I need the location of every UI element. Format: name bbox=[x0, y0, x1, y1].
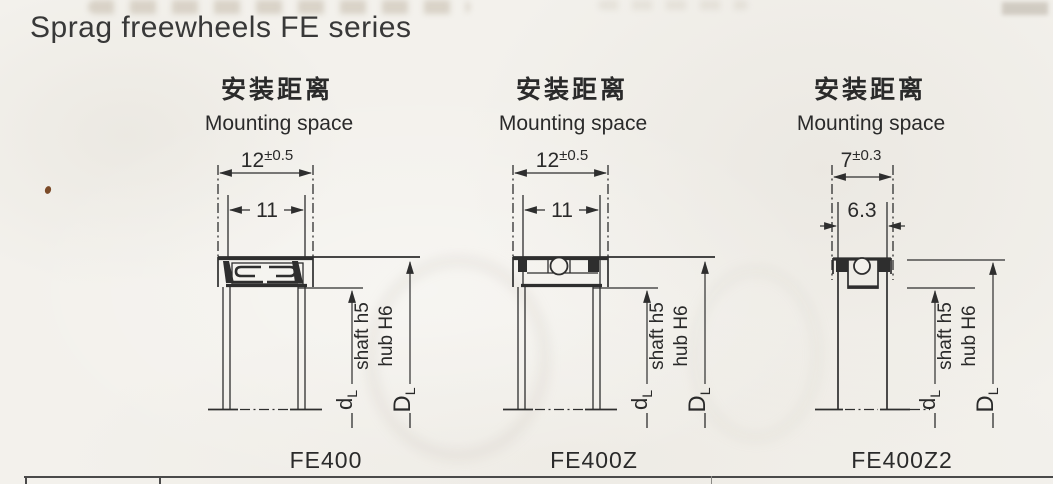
model-label: FE400 bbox=[290, 447, 363, 473]
table-column-divider bbox=[159, 476, 161, 484]
inner-width-dimension: 11 bbox=[522, 195, 601, 258]
bore-diameter-annotation: dL bbox=[298, 287, 363, 428]
seal-block bbox=[588, 258, 599, 272]
inner-dimension-text: 11 bbox=[256, 199, 278, 222]
mounting-space-label: Mounting space bbox=[797, 112, 945, 135]
hub-fit-label: hub H6 bbox=[376, 305, 397, 366]
ghost-bleed-ring bbox=[368, 258, 548, 458]
bore-symbol: dL bbox=[915, 390, 943, 410]
inner-dimension-text: 11 bbox=[551, 199, 573, 222]
sprag-wedge bbox=[223, 261, 234, 283]
od-diameter-annotation: DL bbox=[684, 260, 713, 428]
mounting-distance-label-cn: 安装距离 bbox=[221, 75, 333, 104]
shaft-fit-label: shaft h5 bbox=[352, 302, 373, 370]
sprag-wedge bbox=[292, 261, 303, 283]
freewheel-cross-section bbox=[832, 257, 892, 289]
ink-speck bbox=[43, 185, 53, 195]
outer-width-dimension: 12±0.5 bbox=[512, 147, 609, 258]
shaft-fit-label: shaft h5 bbox=[647, 302, 668, 370]
outer-dimension-text: 7±0.3 bbox=[841, 147, 882, 172]
od-diameter-annotation: DL bbox=[389, 260, 418, 428]
ghost-bleed-text bbox=[598, 0, 748, 10]
outer-dimension-text: 12±0.5 bbox=[536, 147, 588, 172]
cage-clip bbox=[269, 265, 297, 278]
outer-width-dimension: 12±0.5 bbox=[217, 147, 314, 258]
mounting-space-label: Mounting space bbox=[205, 112, 353, 135]
diagram-fe400: 安装距离 Mounting space 12±0.5 11 bbox=[205, 75, 420, 473]
seal-block bbox=[836, 258, 848, 272]
freewheel-cross-section bbox=[217, 256, 420, 288]
od-symbol: DL bbox=[684, 387, 713, 412]
hub-shaft-section bbox=[208, 287, 322, 411]
ghost-bleed-ring bbox=[692, 268, 820, 440]
bearing-ball bbox=[549, 256, 569, 276]
mounting-distance-label-cn: 安装距离 bbox=[516, 75, 628, 104]
diagram-fe400z2: 安装距离 Mounting space 7±0.3 6.3 dL bbox=[797, 75, 1005, 473]
fit-labels: shaft h5 hub H6 bbox=[352, 302, 397, 370]
bore-diameter-annotation: dL bbox=[593, 287, 658, 428]
seal-block bbox=[518, 258, 527, 272]
outer-dimension-text: 12±0.5 bbox=[241, 147, 293, 172]
mounting-distance-label-cn: 安装距离 bbox=[814, 75, 926, 104]
hub-fit-label: hub H6 bbox=[959, 305, 980, 366]
od-diameter-annotation: DL bbox=[907, 259, 1005, 428]
shaft-fit-label: shaft h5 bbox=[935, 302, 956, 370]
inner-width-dimension: 6.3 bbox=[820, 199, 905, 258]
od-symbol: DL bbox=[389, 387, 418, 412]
cage-clip bbox=[234, 265, 261, 278]
freewheel-cross-section bbox=[512, 256, 715, 288]
bore-symbol: dL bbox=[332, 390, 360, 410]
page-title: Sprag freewheels FE series bbox=[30, 11, 412, 44]
bore-symbol: dL bbox=[627, 390, 655, 410]
ghost-bleed-mark bbox=[1002, 2, 1048, 15]
seal-block bbox=[878, 258, 890, 272]
hub-shaft-section bbox=[503, 287, 617, 411]
table-column-divider bbox=[711, 476, 712, 484]
ghost-bleed-text bbox=[88, 0, 470, 14]
od-symbol: DL bbox=[972, 387, 1001, 412]
model-label: FE400Z2 bbox=[851, 447, 953, 473]
table-top-border bbox=[24, 476, 1053, 478]
hub-shaft-section bbox=[815, 272, 930, 411]
inner-width-dimension: 11 bbox=[227, 195, 306, 257]
diagram-fe400z: 安装距离 Mounting space 12±0.5 11 bbox=[499, 75, 715, 473]
hub-fit-label: hub H6 bbox=[671, 305, 692, 366]
mounting-space-label: Mounting space bbox=[499, 112, 647, 135]
bore-diameter-annotation: dL bbox=[907, 287, 975, 428]
bearing-ball bbox=[853, 257, 871, 275]
table-column-divider bbox=[25, 476, 27, 484]
model-label: FE400Z bbox=[550, 447, 638, 473]
fit-labels: shaft h5 hub H6 bbox=[647, 302, 692, 370]
fit-labels: shaft h5 hub H6 bbox=[935, 302, 980, 370]
inner-dimension-text: 6.3 bbox=[847, 199, 876, 222]
